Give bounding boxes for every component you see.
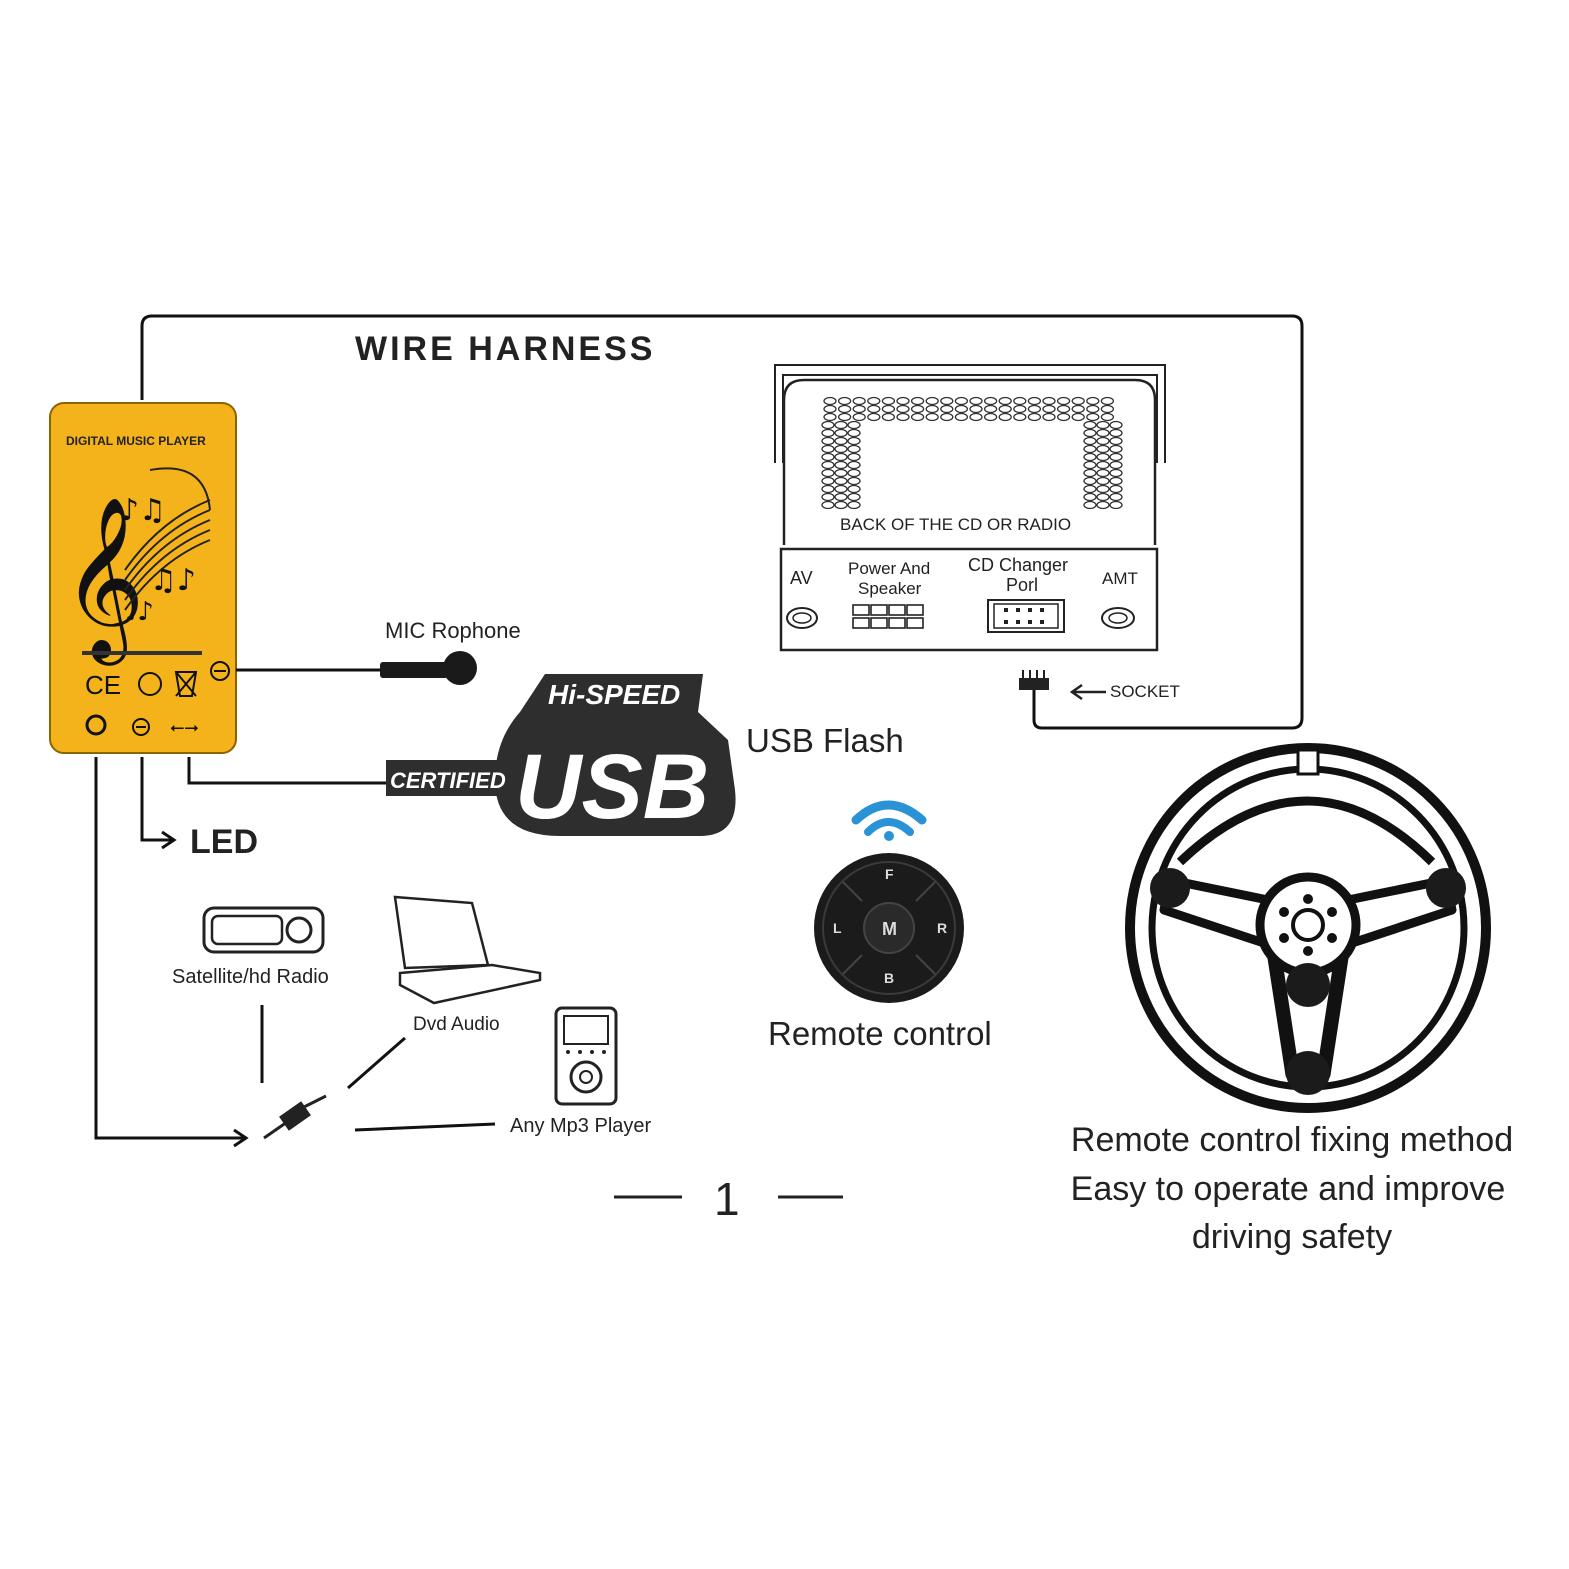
socket-label: SOCKET	[1110, 682, 1180, 701]
led-line	[140, 757, 172, 842]
socket-arrow-icon	[1069, 683, 1106, 701]
remote-mount-left	[1150, 868, 1190, 908]
usb-port-icon: ⭠⭢	[170, 717, 199, 738]
ce-mark: CE	[85, 670, 121, 700]
laptop-icon	[393, 895, 542, 1005]
back-of-cd-label: BACK OF THE CD OR RADIO	[840, 515, 1071, 534]
aux-plug-icon	[263, 1094, 327, 1140]
certified-label: CERTIFIED	[390, 768, 506, 793]
port-power-label-2: Speaker	[858, 579, 922, 598]
cd-radio-back-panel: BACK OF THE CD OR RADIO AV Power And Spe…	[774, 364, 1166, 652]
mic-label: MIC Rophone	[385, 618, 521, 643]
satellite-radio-icon	[202, 906, 325, 954]
remote-button-m: M	[882, 919, 897, 939]
cd-changer-port-icon	[987, 599, 1065, 633]
music-notes-icon-3: ♩♪	[125, 597, 154, 627]
microphone-icon	[380, 651, 477, 685]
caption-line-2: Easy to operate and improve	[1071, 1170, 1506, 1208]
usb-label: USB	[515, 736, 709, 838]
aux-arrow-icon	[233, 1128, 249, 1148]
usb-flash-label: USB Flash	[746, 722, 904, 759]
music-notes-icon-2: ♫♪	[150, 563, 196, 598]
caption-line-1: Remote control fixing method	[1071, 1121, 1513, 1159]
remote-button-b: B	[884, 970, 894, 986]
remote-mount-right	[1426, 868, 1466, 908]
wire-harness-line	[140, 314, 1304, 730]
remote-mount-center	[1286, 963, 1330, 1007]
remote-button-f: F	[885, 866, 894, 882]
port-amt-label: AMT	[1102, 569, 1138, 588]
music-notes-icon: ♪♫	[120, 493, 166, 528]
port-av-label: AV	[790, 568, 813, 588]
usb-logo: Hi-SPEED CERTIFIED USB	[386, 674, 736, 838]
amt-port-icon	[1101, 607, 1135, 629]
wifi-signal-icon	[851, 800, 927, 841]
usb-cable	[187, 757, 390, 785]
av-port-icon	[786, 607, 818, 629]
led-label: LED	[190, 823, 258, 861]
remote-mount-bottom	[1286, 1051, 1330, 1095]
device-title: DIGITAL MUSIC PLAYER	[66, 434, 206, 448]
caption-line-3: driving safety	[1192, 1218, 1392, 1256]
steering-wheel-icon	[1125, 743, 1491, 1113]
mp3-label: Any Mp3 Player	[510, 1115, 652, 1137]
pin-grid	[821, 396, 1123, 510]
mic-jack-icon	[132, 718, 150, 736]
led-arrow-icon	[161, 830, 177, 850]
remote-button-l: L	[833, 920, 842, 936]
remote-control-label: Remote control	[768, 1015, 992, 1052]
hi-speed-label: Hi-SPEED	[548, 679, 680, 710]
remote-button-r: R	[937, 920, 947, 936]
digital-music-player: DIGITAL MUSIC PLAYER 𝄞 ♪♫ ♫♪ ♩♪ CE ⭠⭢	[49, 402, 237, 754]
dvd-label: Dvd Audio	[413, 1014, 500, 1035]
bin-icon	[174, 671, 198, 697]
port-cd-label-2: Porl	[1006, 575, 1038, 595]
power-speaker-port-icon	[852, 604, 924, 629]
socket-connector-icon	[1019, 670, 1049, 690]
disc-icon	[138, 672, 162, 696]
satellite-label: Satellite/hd Radio	[172, 966, 329, 988]
mp3-player-icon	[554, 1006, 618, 1106]
aux-cable-line	[94, 757, 244, 1140]
port-power-label-1: Power And	[848, 559, 930, 578]
aux-jack-icon	[85, 714, 107, 736]
wire-harness-label: WIRE HARNESS	[355, 330, 655, 368]
page-number: 1	[714, 1173, 740, 1225]
port-cd-label-1: CD Changer	[968, 555, 1068, 575]
power-jack-icon	[210, 661, 230, 681]
remote-control-icon: M F B L R	[814, 853, 964, 1003]
